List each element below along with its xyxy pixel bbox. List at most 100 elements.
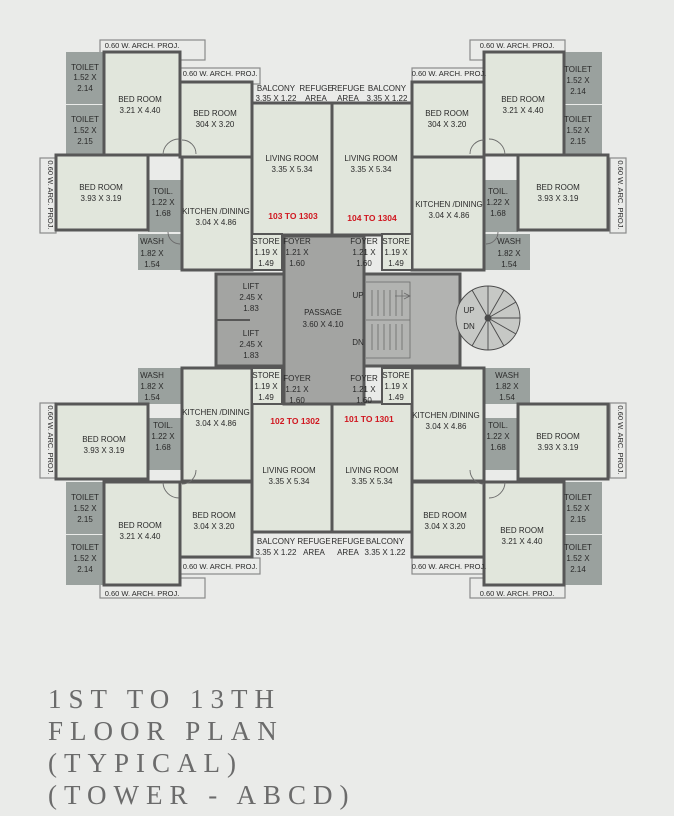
svg-text:BALCONY: BALCONY (366, 537, 405, 546)
svg-text:3.93 X 3.19: 3.93 X 3.19 (81, 194, 122, 203)
svg-text:2.14: 2.14 (77, 84, 93, 93)
svg-text:1.82 X: 1.82 X (495, 382, 519, 391)
svg-text:3.04 X 4.86: 3.04 X 4.86 (426, 422, 467, 431)
svg-text:0.60 W. ARCH. PROJ.: 0.60 W. ARCH. PROJ. (480, 589, 555, 598)
svg-text:3.35 X 5.34: 3.35 X 5.34 (351, 165, 392, 174)
svg-text:BED ROOM: BED ROOM (192, 511, 236, 520)
svg-text:3.35 X 5.34: 3.35 X 5.34 (352, 477, 393, 486)
svg-text:3.93 X 3.19: 3.93 X 3.19 (538, 443, 579, 452)
svg-text:1.52 X: 1.52 X (73, 554, 97, 563)
svg-text:TOILET: TOILET (71, 493, 99, 502)
svg-text:304 X 3.20: 304 X 3.20 (428, 120, 467, 129)
svg-text:TOILET: TOILET (564, 543, 592, 552)
svg-text:1.21 X: 1.21 X (285, 248, 309, 257)
svg-text:TOILET: TOILET (71, 543, 99, 552)
svg-text:LIVING ROOM: LIVING ROOM (265, 154, 319, 163)
svg-text:WASH: WASH (140, 371, 164, 380)
svg-text:2.14: 2.14 (570, 87, 586, 96)
svg-text:1.19 X: 1.19 X (254, 382, 278, 391)
svg-text:0.60 W. ARC. PROJ.: 0.60 W. ARC. PROJ. (46, 160, 55, 229)
svg-text:WASH: WASH (497, 237, 521, 246)
svg-text:KITCHEN /DINING: KITCHEN /DINING (182, 207, 250, 216)
unit-label-103: 103 TO 1303 (268, 211, 318, 221)
svg-text:BED ROOM: BED ROOM (193, 109, 237, 118)
svg-text:0.60 W. ARC. PROJ.: 0.60 W. ARC. PROJ. (616, 160, 625, 229)
svg-text:3.35 X 5.34: 3.35 X 5.34 (272, 165, 313, 174)
svg-text:BED ROOM: BED ROOM (500, 526, 544, 535)
svg-text:1.52 X: 1.52 X (566, 126, 590, 135)
svg-text:REFUGE: REFUGE (297, 537, 330, 546)
svg-text:LIFT: LIFT (243, 282, 260, 291)
svg-text:FOYER: FOYER (350, 374, 378, 383)
unit-labels: 103 TO 1303 104 TO 1304 102 TO 1302 101 … (268, 211, 397, 426)
title-line-4: (TOWER - ABCD) (48, 780, 356, 810)
svg-text:0.60 W. ARCH. PROJ.: 0.60 W. ARCH. PROJ. (105, 41, 180, 50)
svg-text:FOYER: FOYER (350, 237, 378, 246)
svg-text:KITCHEN /DINING: KITCHEN /DINING (412, 411, 480, 420)
svg-text:TOILET: TOILET (71, 115, 99, 124)
svg-text:0.60 W. ARCH. PROJ.: 0.60 W. ARCH. PROJ. (412, 69, 487, 78)
svg-text:1.60: 1.60 (356, 259, 372, 268)
svg-text:DN: DN (463, 322, 475, 331)
svg-text:1.68: 1.68 (490, 209, 506, 218)
svg-text:1.68: 1.68 (155, 443, 171, 452)
svg-text:BED ROOM: BED ROOM (501, 95, 545, 104)
svg-text:BED ROOM: BED ROOM (536, 432, 580, 441)
svg-text:TOIL.: TOIL. (488, 421, 508, 430)
svg-text:TOILET: TOILET (564, 65, 592, 74)
svg-text:0.60 W. ARC. PROJ.: 0.60 W. ARC. PROJ. (616, 405, 625, 474)
svg-text:BED ROOM: BED ROOM (118, 521, 162, 530)
svg-text:1.60: 1.60 (289, 259, 305, 268)
svg-text:3.04 X 3.20: 3.04 X 3.20 (194, 522, 235, 531)
svg-text:KITCHEN /DINING: KITCHEN /DINING (415, 200, 483, 209)
plan-title: 1ST TO 13TH FLOOR PLAN (TYPICAL) (TOWER … (48, 683, 356, 811)
svg-text:STORE: STORE (382, 237, 409, 246)
title-line-2: FLOOR PLAN (48, 716, 284, 746)
svg-text:REFUGE: REFUGE (299, 84, 332, 93)
svg-text:TOIL.: TOIL. (488, 187, 508, 196)
unit-label-101: 101 TO 1301 (344, 414, 394, 424)
svg-text:1.54: 1.54 (499, 393, 515, 402)
svg-text:3.35 X 1.22: 3.35 X 1.22 (367, 94, 408, 103)
door-swing-icon (162, 138, 506, 499)
svg-text:1.82 X: 1.82 X (140, 249, 164, 258)
svg-text:2.15: 2.15 (77, 137, 93, 146)
svg-text:STORE: STORE (252, 371, 279, 380)
svg-text:LIVING ROOM: LIVING ROOM (262, 466, 316, 475)
floor-plan: 0.60 W. ARCH. PROJ. 0.60 W. ARCH. PROJ. … (39, 39, 627, 599)
svg-text:STORE: STORE (382, 371, 409, 380)
svg-text:1.21 X: 1.21 X (352, 385, 376, 394)
svg-text:BED ROOM: BED ROOM (536, 183, 580, 192)
svg-text:3.04 X 4.86: 3.04 X 4.86 (429, 211, 470, 220)
svg-text:LIVING ROOM: LIVING ROOM (345, 466, 399, 475)
svg-text:3.35 X 1.22: 3.35 X 1.22 (365, 548, 406, 557)
svg-text:TOILET: TOILET (71, 63, 99, 72)
svg-text:1.68: 1.68 (490, 443, 506, 452)
svg-text:1.52 X: 1.52 X (566, 504, 590, 513)
svg-text:KITCHEN /DINING: KITCHEN /DINING (182, 408, 250, 417)
svg-text:1.49: 1.49 (388, 393, 404, 402)
svg-text:2.14: 2.14 (570, 565, 586, 574)
svg-text:1.68: 1.68 (155, 209, 171, 218)
svg-text:1.22 X: 1.22 X (151, 432, 175, 441)
svg-text:1.22 X: 1.22 X (486, 432, 510, 441)
svg-text:PASSAGE: PASSAGE (304, 308, 342, 317)
wet-areas (66, 52, 602, 585)
svg-text:0.60 W. ARCH. PROJ.: 0.60 W. ARCH. PROJ. (183, 69, 258, 78)
svg-text:BALCONY: BALCONY (257, 84, 296, 93)
unit-label-102: 102 TO 1302 (270, 416, 320, 426)
svg-text:UP: UP (463, 306, 474, 315)
svg-text:1.49: 1.49 (388, 259, 404, 268)
svg-text:1.83: 1.83 (243, 304, 259, 313)
svg-text:TOIL.: TOIL. (153, 187, 173, 196)
svg-text:2.15: 2.15 (570, 137, 586, 146)
svg-text:DN: DN (352, 338, 364, 347)
svg-text:TOILET: TOILET (564, 115, 592, 124)
svg-text:1.52 X: 1.52 X (566, 554, 590, 563)
svg-text:1.22 X: 1.22 X (151, 198, 175, 207)
staircase-icon (366, 281, 411, 359)
svg-text:3.35 X 1.22: 3.35 X 1.22 (256, 94, 297, 103)
